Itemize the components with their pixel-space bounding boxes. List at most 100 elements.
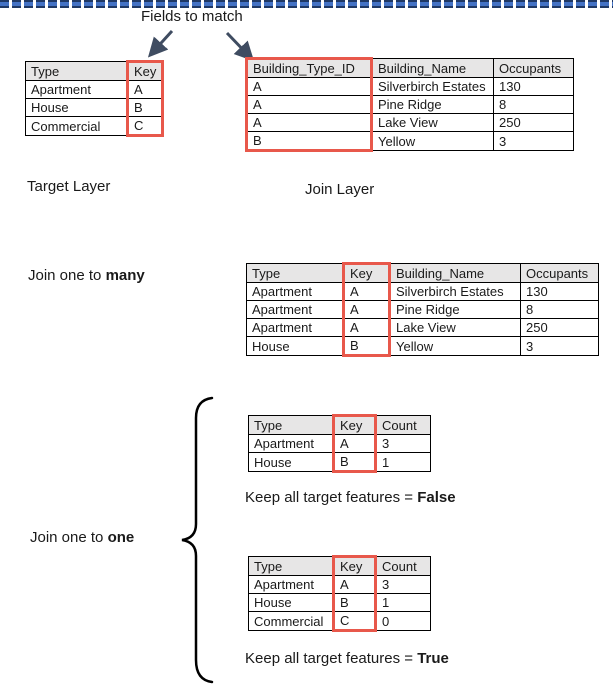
table-cell: House [248,452,334,472]
table-cell: A [332,434,377,453]
table-cell: Lake View [389,318,521,337]
table-cell: House [25,98,128,117]
table-cell: Commercial [25,116,128,136]
table-cell: 3 [493,131,574,151]
fields-to-match-title: Fields to match [141,8,243,25]
table-cell: 250 [520,318,599,337]
keep-true-caption-prefix: Keep all target features = [245,650,418,667]
column-header: Type [25,61,128,81]
column-header: Type [248,415,334,435]
table-cell: 3 [375,575,431,594]
table-cell: Lake View [371,113,494,132]
column-header: Type [248,556,334,576]
table-cell: A [342,282,391,301]
table-cell: C [125,116,165,137]
table-cell: Pine Ridge [371,95,494,114]
table-cell: House [248,593,334,612]
table-cell: B [125,98,165,117]
keep-true-caption-bold: True [417,650,449,667]
down-right-arrow-icon [225,31,255,62]
join-one-to-one-label: Join one to one [30,528,134,547]
table-cell: 130 [520,282,599,301]
left-curly-brace-icon [181,396,214,684]
column-header: Key [342,262,391,283]
column-header: Key [332,414,377,435]
table-cell: House [246,336,344,356]
join-one-to-one-label-bold: one [107,529,135,546]
column-header: Building_Name [389,263,521,283]
table-cell: A [332,575,377,594]
table-cell: Yellow [389,336,521,356]
join-layer-label: Join Layer [305,181,375,198]
column-header: Key [332,555,377,576]
column-header: Building_Name [371,58,494,78]
table-cell: 0 [375,611,431,631]
column-header: Key [125,60,165,81]
table-cell: A [245,77,373,96]
column-header: Count [375,415,431,435]
table-cell: B [332,593,377,612]
keep-false-caption: Keep all target features = False [245,488,456,507]
table-cell: Silverbirch Estates [371,77,494,96]
join-one-to-many-label-bold: many [105,267,145,284]
table-cell: 1 [375,593,431,612]
join-one-to-many-label: Join one to many [28,266,145,285]
table-cell: A [342,300,391,319]
table-cell: Apartment [248,434,334,453]
fields-to-match-arrows [147,29,255,62]
table-cell: 8 [493,95,574,114]
table-cell: A [125,80,165,99]
table-cell: Apartment [246,318,344,337]
column-header: Occupants [493,58,574,78]
table-cell: A [245,95,373,114]
table-cell: Apartment [246,282,344,301]
table-cell: Apartment [246,300,344,319]
keep-true-caption: Keep all target features = True [245,649,449,668]
table-cell: 250 [493,113,574,132]
table-cell: B [332,452,377,473]
join-one-to-one-label-prefix: Join one to [30,529,108,546]
table-cell: A [342,318,391,337]
table-cell: Yellow [371,131,494,151]
table-cell: 3 [520,336,599,356]
target-layer-label: Target Layer [27,178,111,195]
table-cell: Apartment [25,80,128,99]
table-cell: Commercial [248,611,334,631]
dashed-divider-line [0,0,613,8]
join-one-to-many-label-prefix: Join one to [28,267,106,284]
table-cell: Pine Ridge [389,300,521,319]
down-left-arrow-icon [147,29,174,58]
table-cell: B [342,336,391,357]
table-cell: 130 [493,77,574,96]
table-cell: A [245,113,373,132]
column-header: Count [375,556,431,576]
keep-false-caption-prefix: Keep all target features = [245,489,418,506]
table-cell: Apartment [248,575,334,594]
table-cell: 8 [520,300,599,319]
table-cell: Silverbirch Estates [389,282,521,301]
table-cell: B [245,131,373,152]
